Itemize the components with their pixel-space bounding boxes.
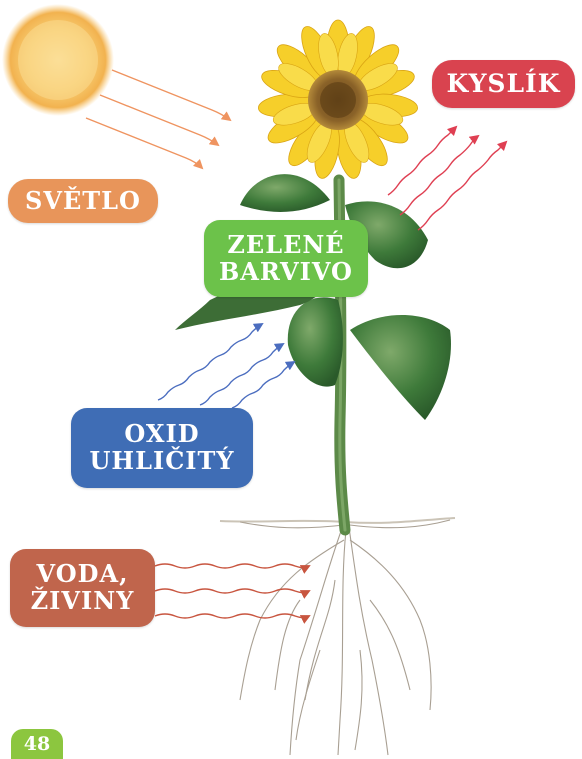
chlorophyll-label: ZELENÉ BARVIVO [204,220,368,297]
light-label-text: SVĚTLO [25,188,141,215]
co2-label-line2: UHLIČITÝ [89,448,234,475]
page-number: 48 [11,729,63,759]
water-label-line2: ŽIVINY [31,588,135,615]
oxygen-label-text: KYSLÍK [447,70,561,98]
chlorophyll-label-line1: ZELENÉ [227,232,344,259]
oxygen-label: KYSLÍK [432,60,575,108]
sunflower-plant-icon [257,20,418,181]
ground-line [220,518,455,523]
roots [240,520,450,755]
co2-label: OXID UHLIČITÝ [71,408,253,488]
light-label: SVĚTLO [8,179,158,223]
leaves [175,174,451,420]
water-arrows [155,564,309,618]
co2-arrows [158,324,294,408]
page-number-text: 48 [24,733,50,755]
chlorophyll-label-line2: BARVIVO [219,259,353,286]
water-nutrients-label: VODA, ŽIVINY [10,549,155,627]
co2-label-line1: OXID [124,421,199,448]
water-label-line1: VODA, [37,561,129,588]
sun-icon [2,4,114,116]
